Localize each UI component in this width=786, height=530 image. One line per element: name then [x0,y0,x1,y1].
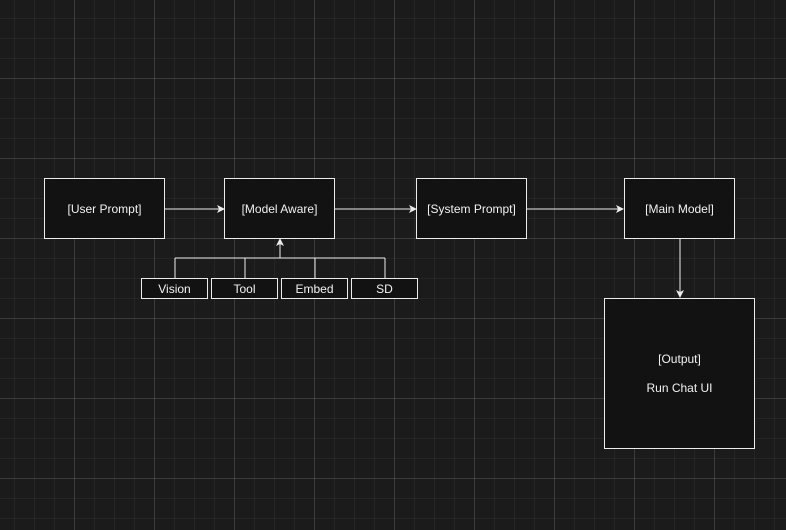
sd-node[interactable]: SD [351,278,418,299]
tool-node[interactable]: Tool [211,278,278,299]
user-prompt-node[interactable]: [User Prompt] [44,178,165,239]
vision-node[interactable]: Vision [141,278,208,299]
output-subtitle: Run Chat UI [646,381,713,395]
model-aware-label: [Model Aware] [241,201,318,216]
tools-connector [174,238,386,278]
system-prompt-label: [System Prompt] [427,201,516,216]
sd-label: SD [376,281,393,296]
output-node[interactable]: [Output] Run Chat UI [604,298,755,449]
output-title: [Output] [658,352,701,366]
model-aware-node[interactable]: [Model Aware] [224,178,335,239]
embed-node[interactable]: Embed [281,278,348,299]
tool-label: Tool [233,281,256,296]
main-model-label: [Main Model] [645,201,714,216]
user-prompt-label: [User Prompt] [67,201,142,216]
vision-label: Vision [158,281,191,296]
system-prompt-node[interactable]: [System Prompt] [416,178,527,239]
embed-label: Embed [295,281,334,296]
main-model-node[interactable]: [Main Model] [624,178,735,239]
